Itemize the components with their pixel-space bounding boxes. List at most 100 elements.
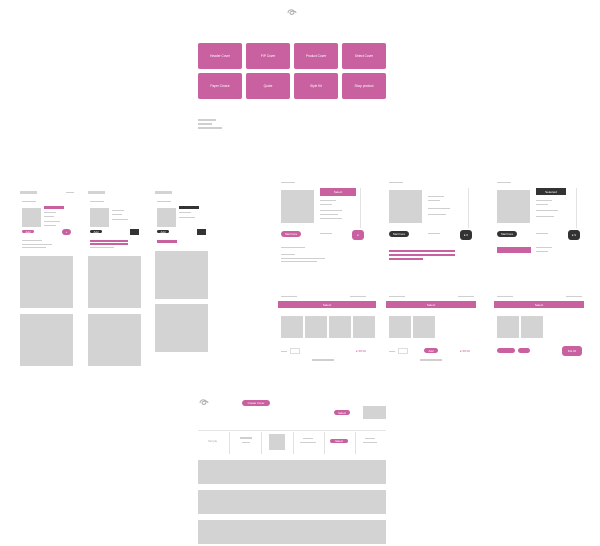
text-line: [90, 247, 114, 248]
content-block: [198, 460, 386, 484]
start-here-button[interactable]: Start here: [281, 231, 301, 237]
text-line: [536, 251, 548, 252]
pink-tag[interactable]: [157, 240, 177, 243]
text-line: [22, 240, 42, 241]
product-thumb[interactable]: [281, 316, 303, 338]
tile-header-cover[interactable]: Header Cover: [198, 43, 242, 69]
text-line: [320, 233, 332, 234]
quantity-stepper[interactable]: [290, 348, 300, 354]
desktop-cart-2: Select Add £ 58.00: [386, 294, 478, 362]
scrollbar[interactable]: [468, 188, 469, 228]
tab-separator: [229, 432, 230, 454]
plus-button[interactable]: +: [62, 229, 71, 235]
footnote-line: [312, 359, 334, 361]
image-placeholder: [88, 314, 141, 366]
highlight-line: [389, 258, 423, 260]
mobile-screen-3: Add: [155, 188, 210, 358]
tile-quote[interactable]: Quote: [246, 73, 290, 99]
breadcrumb: [389, 296, 405, 297]
tab-thumb[interactable]: [269, 434, 285, 450]
checkout-button[interactable]: $11.00: [562, 346, 582, 356]
spec-line: [320, 200, 336, 201]
image-placeholder: [155, 304, 208, 352]
mobile-header-bar: [88, 191, 105, 194]
tile-shop-product[interactable]: Shop product: [342, 73, 386, 99]
qty-label: [389, 351, 395, 352]
image-placeholder: [155, 251, 208, 299]
select-banner: Select: [494, 301, 584, 308]
tab-simple[interactable]: Simple: [208, 439, 218, 443]
desktop-screen-1: Select Start here £: [278, 178, 370, 268]
tab-subheading: [242, 442, 250, 443]
add-button[interactable]: Add: [90, 230, 102, 234]
tab-heading: [240, 437, 252, 439]
breadcrumb: [281, 182, 295, 183]
scrollbar[interactable]: [576, 188, 577, 228]
mobile-screen-2: Add: [88, 188, 143, 368]
pink-option-button[interactable]: [518, 348, 530, 353]
mobile-header-link[interactable]: [66, 192, 74, 193]
tab-select-button[interactable]: Select: [330, 439, 348, 443]
product-thumb[interactable]: [353, 316, 375, 338]
start-here-button[interactable]: Start here: [389, 231, 409, 237]
breadcrumb: [157, 201, 171, 202]
scrollbar[interactable]: [360, 188, 361, 228]
tab-divider: [198, 430, 386, 431]
tile-paper-choice[interactable]: Paper Choice: [198, 73, 242, 99]
footnote-line: [420, 359, 442, 361]
pink-tag[interactable]: [497, 247, 531, 253]
header-link[interactable]: [350, 296, 366, 297]
tab-separator: [355, 432, 356, 454]
breadcrumb: [497, 296, 513, 297]
spec-line: [428, 200, 440, 201]
product-thumb[interactable]: [413, 316, 435, 338]
product-image: [157, 208, 176, 227]
text-line: [281, 247, 305, 248]
product-thumb[interactable]: [305, 316, 327, 338]
tag-badge: [44, 206, 64, 209]
image-placeholder: [363, 406, 386, 419]
image-placeholder: [20, 256, 73, 308]
pink-option-button[interactable]: [497, 348, 515, 353]
product-thumb[interactable]: [521, 316, 543, 338]
add-button[interactable]: Add: [22, 230, 34, 234]
add-button[interactable]: Add: [424, 348, 438, 353]
breadcrumb: [497, 182, 511, 183]
content-block: [198, 520, 386, 544]
text-line: [281, 258, 325, 259]
header-link[interactable]: [458, 296, 474, 297]
details-heading: [281, 254, 295, 255]
quantity-stepper[interactable]: [398, 348, 408, 354]
tab-heading: [303, 438, 313, 439]
spec-line: [536, 216, 554, 217]
product-image: [90, 208, 109, 227]
select-small-button[interactable]: Select: [334, 410, 350, 415]
mobile-header-bar: [155, 191, 172, 194]
spec-line: [320, 210, 342, 211]
product-image: [389, 190, 422, 223]
content-block: [198, 490, 386, 514]
create-cover-button[interactable]: Create Cover: [242, 400, 270, 406]
tile-style-kit[interactable]: Style Kit: [294, 73, 338, 99]
swirl-logo-icon: [198, 398, 210, 409]
breadcrumb: [389, 182, 403, 183]
desktop-screen-2: Start here £ 6: [386, 178, 478, 268]
tile-select-cover[interactable]: Select Cover: [342, 43, 386, 69]
product-thumb[interactable]: [497, 316, 519, 338]
start-here-button[interactable]: Start here: [497, 231, 517, 237]
spec-line: [112, 214, 122, 215]
add-button[interactable]: Add: [157, 230, 169, 234]
tile-product-cover[interactable]: Product Cover: [294, 43, 338, 69]
product-thumb[interactable]: [329, 316, 351, 338]
tab-separator: [293, 432, 294, 454]
product-thumb[interactable]: [389, 316, 411, 338]
spec-line: [320, 204, 332, 205]
breadcrumb: [22, 201, 36, 202]
price-box: £ 9: [568, 230, 580, 240]
spec-line: [428, 214, 446, 215]
highlight-line: [90, 240, 128, 242]
header-link[interactable]: [566, 296, 582, 297]
price-box: [197, 229, 206, 235]
tile-pip-cover[interactable]: PIP Cover: [246, 43, 290, 69]
product-image: [497, 190, 530, 223]
